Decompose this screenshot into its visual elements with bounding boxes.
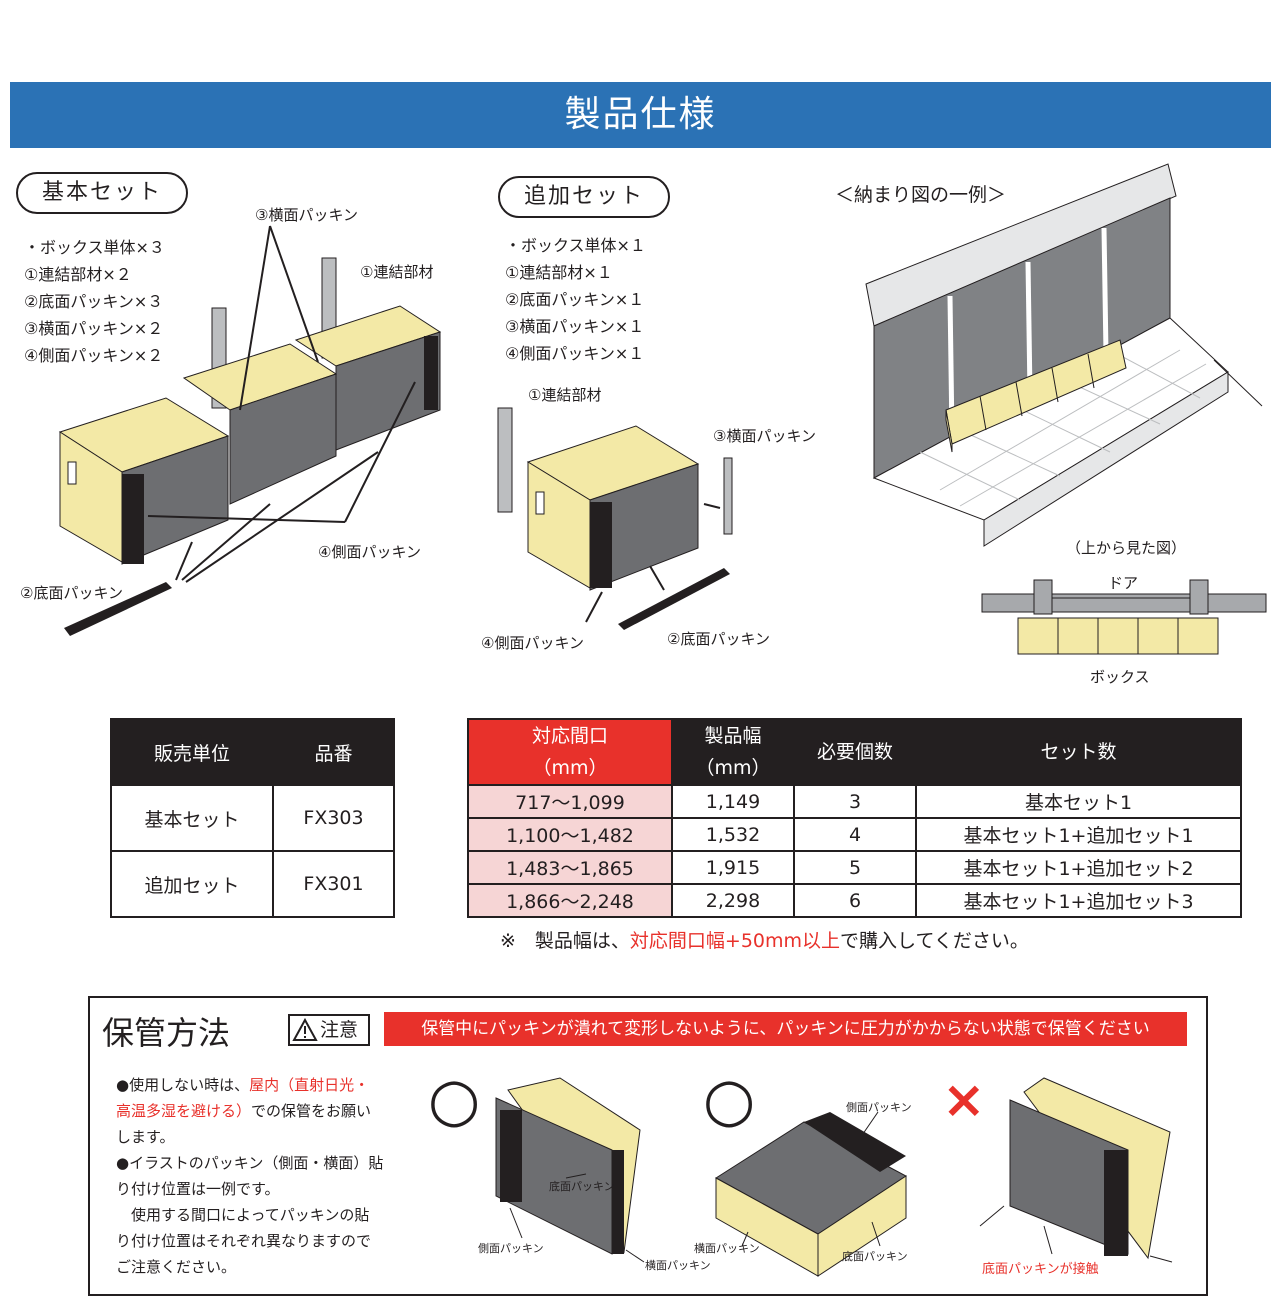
basic-bottom-packing-label: ②底面パッキン [20, 584, 123, 602]
storage-warning: 保管中にパッキンが潰れて変形しないように、パッキンに圧力がかからない状態で保管く… [384, 1012, 1187, 1046]
header-line: （mm） [695, 757, 771, 779]
basic-lateral-packing-label: ④側面パッキン [318, 543, 421, 561]
ok-mark-2: ○ [703, 1065, 756, 1135]
table-cell: 1,483〜1,865 [467, 850, 673, 885]
table-cell: FX301 [272, 850, 395, 918]
table-row: 1,100〜1,482 1,532 4 基本セット1+追加セット1 [467, 817, 1242, 852]
table-cell: 追加セット [110, 850, 274, 918]
table-cell: 2,298 [671, 883, 795, 918]
table-cell: 基本セット1 [915, 784, 1242, 819]
sales-table: 販売単位 品番 基本セット FX303 追加セット FX301 [110, 718, 395, 918]
table-cell: 5 [793, 850, 917, 885]
instruction-text: ●使用しない時は、 [116, 1076, 250, 1094]
table-cell: 基本セット1+追加セット3 [915, 883, 1242, 918]
table-cell: 1,149 [671, 784, 795, 819]
door-label: ドア [1108, 574, 1139, 592]
list-item: ①連結部材×２ [24, 265, 132, 284]
caution-badge: 注意 [288, 1014, 370, 1046]
list-item: ・ボックス単体×１ [505, 236, 646, 255]
add-set-illustration [497, 407, 733, 630]
column-header-sets: セット数 [915, 718, 1242, 786]
column-header: 品番 [272, 718, 395, 786]
fig1-bottom-label: 底面パッキン [549, 1180, 615, 1193]
list-item: ④側面パッキン×１ [505, 344, 645, 363]
instruction-highlight: 屋内（直射日光・高温多湿を避ける） [116, 1076, 370, 1120]
installation-illustration [865, 163, 1267, 655]
header-line: 製品幅 [704, 725, 762, 747]
table-row: 基本セット FX303 [110, 784, 395, 852]
list-item: ④側面パッキン×２ [24, 346, 164, 365]
basic-set-list: ・ボックス単体×３ ①連結部材×２ ②底面パッキン×３ ③横面パッキン×２ ④側… [24, 234, 165, 369]
storage-panel [88, 996, 1208, 1296]
install-title: ＜納まり図の一例＞ [835, 184, 1007, 206]
list-item: ①連結部材×１ [505, 263, 613, 282]
list-item: ②底面パッキン×３ [24, 292, 164, 311]
table-cell: 3 [793, 784, 917, 819]
basic-set-illustration [58, 225, 442, 636]
header-line: 対応間口 [531, 725, 608, 747]
basic-set-pill: 基本セット [16, 172, 188, 214]
table-cell: 6 [793, 883, 917, 918]
add-set-list: ・ボックス単体×１ ①連結部材×１ ②底面パッキン×１ ③横面パッキン×１ ④側… [505, 232, 646, 367]
instruction-text: での保管をお願いします。 [116, 1102, 372, 1146]
table-header-row: 対応間口 （mm） 製品幅 （mm） 必要個数 セット数 [467, 718, 1242, 786]
fig2-bottom-label: 底面パッキン [842, 1250, 908, 1263]
table-row: 1,483〜1,865 1,915 5 基本セット1+追加セット2 [467, 850, 1242, 885]
fig2-side-label: 側面パッキン [846, 1101, 912, 1114]
column-header-width: 製品幅 （mm） [671, 718, 795, 786]
table-cell: 1,866〜2,248 [467, 883, 673, 918]
table-cell: FX303 [272, 784, 395, 852]
add-bottom-packing-label: ②底面パッキン [667, 630, 770, 648]
ng-mark: × [942, 1070, 986, 1130]
list-item: ・ボックス単体×３ [24, 238, 165, 257]
add-lateral-packing-label: ④側面パッキン [481, 634, 584, 652]
list-item: ②底面パッキン×１ [505, 290, 645, 309]
note-prefix: ※ 製品幅は、 [500, 930, 630, 952]
table-cell: 1,532 [671, 817, 795, 852]
table-cell: 717〜1,099 [467, 784, 673, 819]
add-side-packing-label: ③横面パッキン [713, 427, 816, 445]
column-header: 販売単位 [110, 718, 274, 786]
top-view-label: （上から見た図） [1066, 539, 1187, 557]
table-cell: 4 [793, 817, 917, 852]
table-cell: 基本セット1+追加セット1 [915, 817, 1242, 852]
table-cell: 1,915 [671, 850, 795, 885]
table-cell: 基本セット1+追加セット2 [915, 850, 1242, 885]
purchase-note: ※ 製品幅は、対応間口幅+50mm以上で購入してください。 [500, 926, 1029, 953]
table-row: 717〜1,099 1,149 3 基本セット1 [467, 784, 1242, 819]
table-row: 1,866〜2,248 2,298 6 基本セット1+追加セット3 [467, 883, 1242, 918]
fig2-lateral-label: 横面パッキン [694, 1242, 760, 1255]
add-set-pill: 追加セット [498, 176, 670, 218]
storage-title: 保管方法 [102, 1014, 231, 1052]
add-connector-label: ①連結部材 [528, 386, 602, 404]
list-item: ③横面パッキン×２ [24, 319, 164, 338]
basic-connector-label: ①連結部材 [360, 263, 434, 281]
basic-side-packing-label: ③横面パッキン [255, 206, 358, 224]
column-header-opening: 対応間口 （mm） [467, 718, 673, 786]
page-title: 製品仕様 [10, 82, 1271, 148]
column-header-count: 必要個数 [793, 718, 917, 786]
table-cell: 基本セット [110, 784, 274, 852]
fig3-caption: 底面パッキンが接触 [982, 1262, 1099, 1277]
instruction-text: ●イラストのパッキン（側面・横面）貼り付け位置は一例です。 [116, 1154, 384, 1198]
ok-mark-1: ○ [428, 1065, 481, 1135]
note-highlight: 対応間口幅+50mm以上 [629, 930, 841, 952]
list-item: ③横面パッキン×１ [505, 317, 645, 336]
box-label: ボックス [1090, 668, 1150, 686]
warning-icon [292, 1017, 318, 1041]
table-cell: 1,100〜1,482 [467, 817, 673, 852]
storage-instructions: ●使用しない時は、屋内（直射日光・高温多湿を避ける）での保管をお願いします。 ●… [116, 1072, 384, 1280]
table-header-row: 販売単位 品番 [110, 718, 395, 786]
note-suffix: で購入してください。 [840, 930, 1029, 952]
instruction-text: 使用する間口によってパッキンの貼り付け位置はそれぞれ異なりますのでご注意ください… [116, 1206, 372, 1276]
spec-table: 対応間口 （mm） 製品幅 （mm） 必要個数 セット数 717〜1,099 1… [467, 718, 1242, 918]
header-line: （mm） [532, 757, 608, 779]
fig1-lateral-label: 横面パッキン [645, 1259, 711, 1272]
fig1-side-label: 側面パッキン [478, 1242, 544, 1255]
table-row: 追加セット FX301 [110, 850, 395, 918]
caution-label: 注意 [320, 1019, 359, 1041]
